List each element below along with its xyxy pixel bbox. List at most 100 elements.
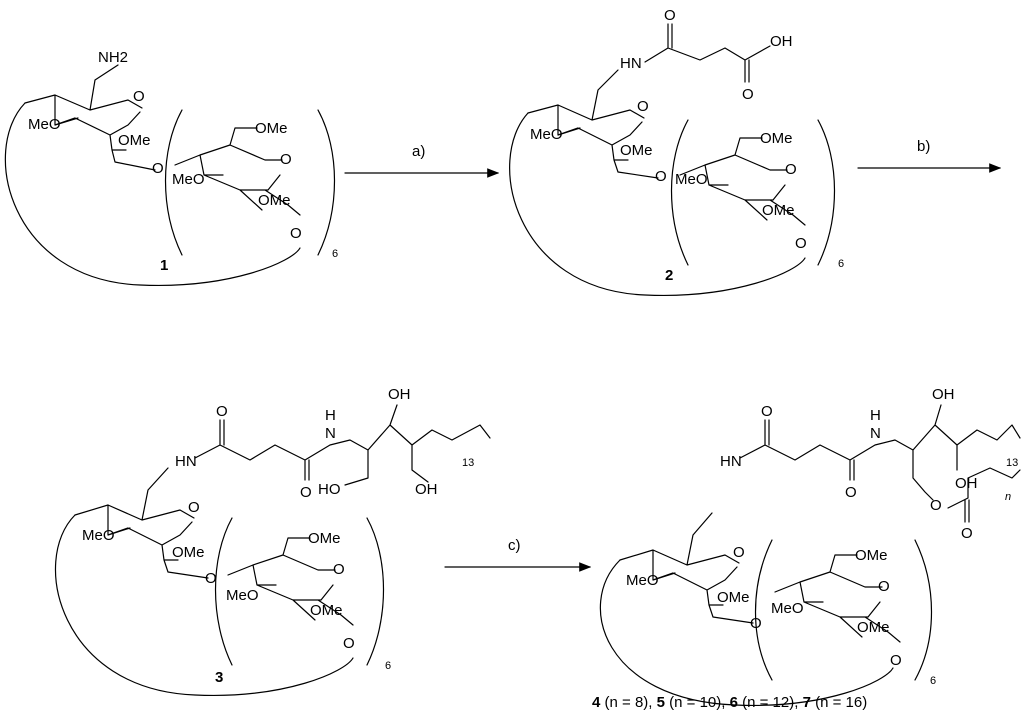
repeat-bracket-left-3: [214, 517, 233, 666]
ome-label: OMe: [172, 544, 205, 561]
amide-h-label: H: [325, 407, 336, 424]
caption-value-6: (n = 12),: [738, 694, 803, 711]
sugar-skeleton-2: [527, 69, 659, 179]
chain-length: 13: [1006, 457, 1018, 469]
caption-compound-6: 6: [730, 694, 738, 711]
ome-label-repeat: OMe: [857, 619, 890, 636]
meo-label: MeO: [530, 126, 563, 143]
sugar-skeleton-repeat-2: [679, 137, 806, 226]
caption-value-4: (n = 8),: [600, 694, 656, 711]
step-c-label: c): [508, 537, 521, 554]
hn-label: HN: [175, 453, 197, 470]
amide-chain-3: [194, 404, 491, 486]
ring-o-label: O: [637, 98, 649, 115]
sugar-skeleton-3: [74, 467, 209, 579]
caption-value-7: (n = 16): [811, 694, 867, 711]
ome-label-repeat: OMe: [258, 192, 291, 209]
step-b-label: b): [917, 138, 930, 155]
glycosidic-o-label: O: [205, 570, 217, 587]
chain-length: 13: [462, 457, 474, 469]
meo-label: MeO: [82, 527, 115, 544]
o-carbonyl-label-1: O: [761, 403, 773, 420]
ester-chain-4-7: [947, 467, 1021, 523]
repeat-bracket-right-4-7: [914, 539, 933, 681]
sugar-skeleton-repeat-1: [174, 127, 301, 216]
ome-label-repeat: OMe: [762, 202, 795, 219]
oh-label: OH: [770, 33, 793, 50]
repeat-count: 6: [930, 675, 936, 687]
nh2-label: NH2: [98, 49, 128, 66]
compound-2: O OH HN O O MeO OMe O OMe O MeO OMe O 6 …: [509, 7, 844, 296]
meo-label: MeO: [28, 116, 61, 133]
sugar-skeleton-1: [24, 64, 156, 171]
succinyl-chain-2: [644, 23, 771, 83]
o-carbonyl-label: O: [664, 7, 676, 24]
ester-carbonyl-o-label: O: [961, 525, 973, 542]
ome-label-repeat-top: OMe: [308, 530, 341, 547]
glycosidic-o-label: O: [655, 168, 667, 185]
repeat-bracket-left-2: [670, 119, 689, 266]
meo-label-repeat: MeO: [771, 600, 804, 617]
ome-label: OMe: [620, 142, 653, 159]
macrocycle-ring-1: [4, 102, 301, 286]
o-carbonyl-label-2: O: [300, 484, 312, 501]
step-a-label: a): [412, 143, 425, 160]
ring-o-label-repeat: O: [280, 151, 292, 168]
meo-label-repeat: MeO: [226, 587, 259, 604]
ring-o-label: O: [133, 88, 145, 105]
o-carbonyl-label-2: O: [845, 484, 857, 501]
caption-compound-4: 4: [592, 694, 601, 711]
compounds-4-7: O HN O H N OH OH 13 O O n O MeO OMe O OM…: [592, 386, 1021, 711]
glycosidic-o-label: O: [152, 160, 164, 177]
repeat-bracket-right-3: [366, 517, 385, 666]
repeat-count: 6: [332, 248, 338, 260]
ho-label: HO: [318, 481, 341, 498]
ring-o-label: O: [733, 544, 745, 561]
ester-n-subscript: n: [1005, 491, 1011, 503]
repeat-bracket-left-4-7: [754, 539, 773, 681]
repeat-bracket-right-2: [817, 119, 836, 266]
compound-number-1: 1: [160, 257, 168, 274]
amide-n-label: N: [325, 425, 336, 442]
meo-label-repeat: MeO: [675, 171, 708, 188]
ome-label-repeat-top: OMe: [255, 120, 288, 137]
oh-label-top: OH: [388, 386, 411, 403]
ome-label-repeat-top: OMe: [855, 547, 888, 564]
ring-o-label: O: [188, 499, 200, 516]
bridge-o-label: O: [795, 235, 807, 252]
ring-o-label-repeat: O: [333, 561, 345, 578]
repeat-count: 6: [385, 660, 391, 672]
reaction-step-b: b): [857, 138, 1002, 173]
glycosidic-o-label: O: [750, 615, 762, 632]
caption-compound-7: 7: [803, 694, 811, 711]
caption-value-5: (n = 10),: [665, 694, 730, 711]
compound-caption: 4 (n = 8), 5 (n = 10), 6 (n = 12), 7 (n …: [592, 694, 867, 711]
bridge-o-label: O: [890, 652, 902, 669]
compound-3: O HN O H N OH OH HO 13 O MeO OMe O OMe O…: [55, 386, 491, 696]
ome-label-repeat-top: OMe: [760, 130, 793, 147]
compound-1: NH2 O MeO OMe O OMe O MeO OMe O 6 1: [4, 49, 338, 286]
amide-n-label: N: [870, 425, 881, 442]
ring-o-label-repeat: O: [785, 161, 797, 178]
macrocycle-ring-3: [55, 514, 354, 696]
sugar-skeleton-repeat-3: [227, 537, 354, 626]
repeat-bracket-right-1: [317, 109, 336, 256]
reaction-step-a: a): [344, 143, 500, 178]
oh-label-bottom: OH: [955, 475, 978, 492]
compound-number-2: 2: [665, 267, 673, 284]
ome-label: OMe: [717, 589, 750, 606]
meo-label: MeO: [626, 572, 659, 589]
bridge-o-label: O: [290, 225, 302, 242]
amide-chain-4-7: [739, 404, 1021, 501]
o-carbonyl-label-1: O: [216, 403, 228, 420]
hn-label: HN: [620, 55, 642, 72]
ome-label: OMe: [118, 132, 151, 149]
sugar-skeleton-4-7: [619, 512, 754, 624]
macrocycle-ring-4-7: [599, 559, 894, 706]
repeat-bracket-left-1: [164, 109, 183, 256]
ester-o-label: O: [930, 497, 942, 514]
oh-label-bottom: OH: [415, 481, 438, 498]
repeat-count: 6: [838, 258, 844, 270]
amide-h-label: H: [870, 407, 881, 424]
